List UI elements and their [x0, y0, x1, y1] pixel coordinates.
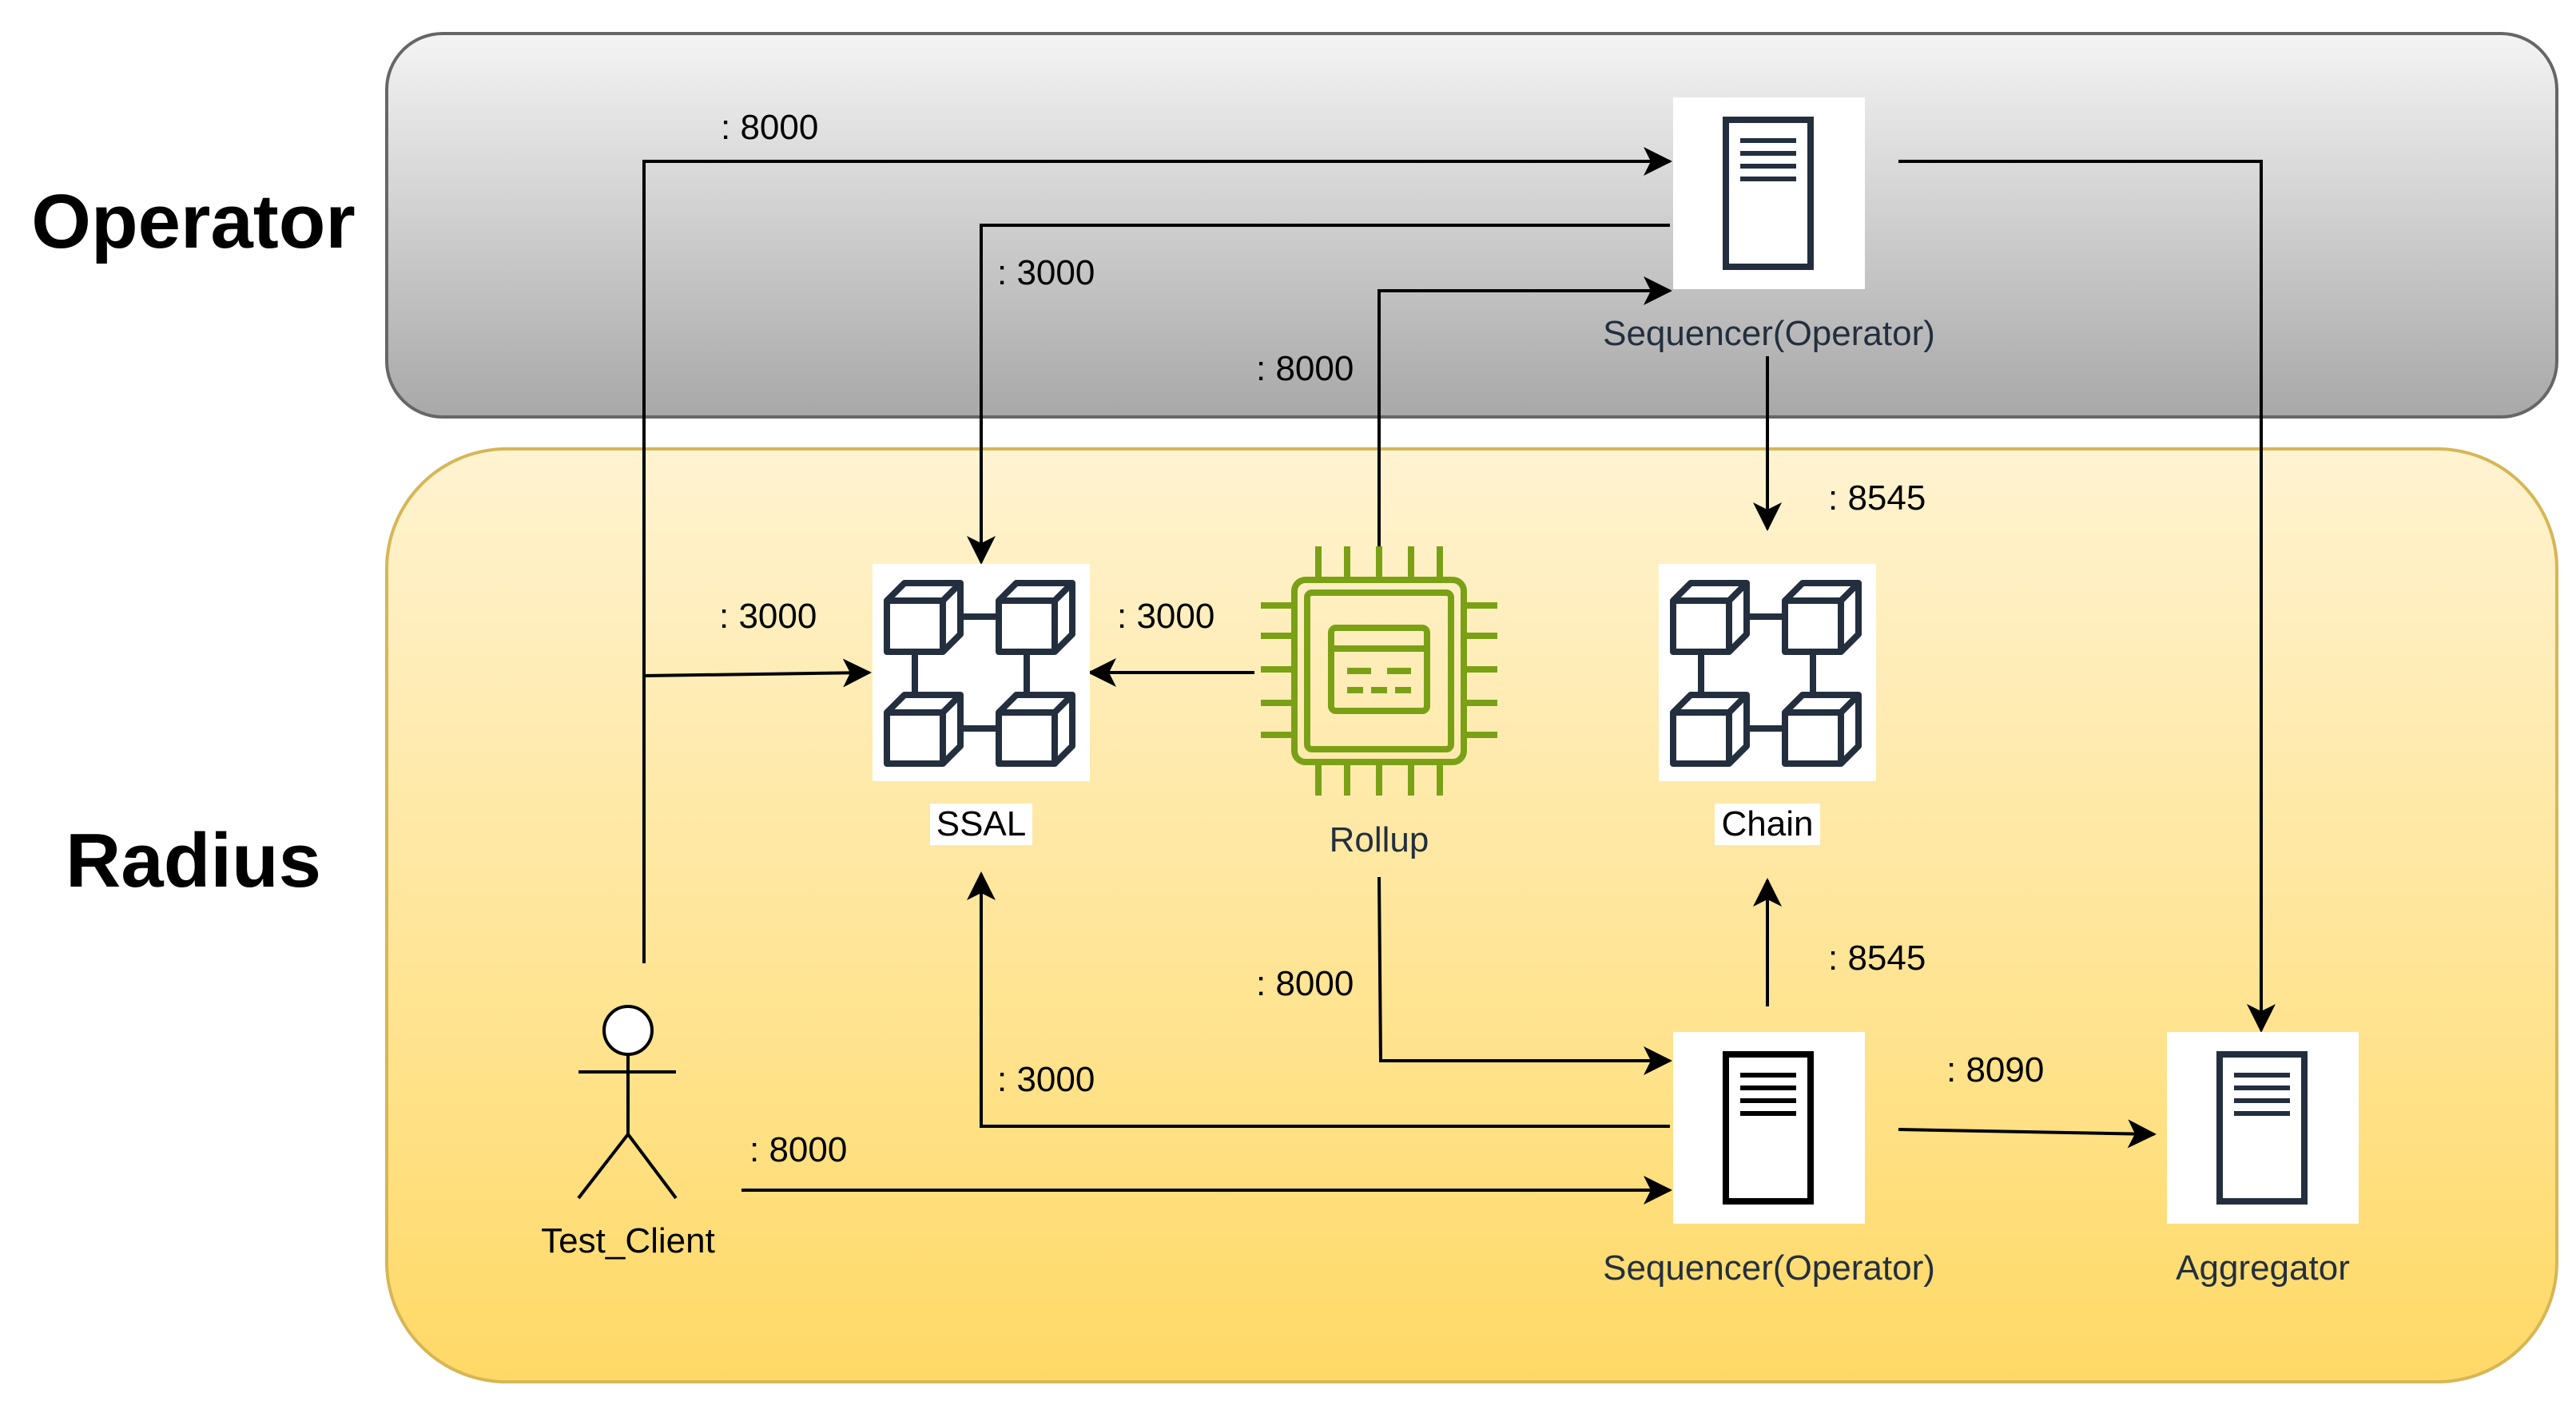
test-client-node[interactable]: Test_Client	[541, 1005, 715, 1260]
blockchain-icon	[884, 580, 1075, 767]
port-label: : 3000	[719, 597, 817, 636]
edge-top-sequencer-to-aggregator	[1898, 160, 2276, 1033]
ssal-node[interactable]: SSAL	[873, 564, 1090, 845]
sequencer-operator-top-node[interactable]: Sequencer(Operator)	[1603, 97, 1935, 353]
ssal-label-bg	[930, 804, 1032, 845]
chain-node[interactable]: Chain	[1659, 564, 1876, 845]
port-label: : 8545	[1828, 478, 1926, 518]
blockchain-icon	[1670, 580, 1862, 767]
edge-rollup-to-top-sequencer	[1377, 276, 1672, 546]
radius-zone-title: Radius	[66, 818, 321, 903]
sequencer-operator-bottom-label: Sequencer(Operator)	[1603, 1248, 1935, 1288]
aggregator-label: Aggregator	[2176, 1248, 2350, 1288]
port-label: : 8000	[749, 1130, 847, 1169]
port-label: : 3000	[997, 1060, 1095, 1099]
chain-label: Chain	[1722, 804, 1814, 843]
sequencer-operator-bottom-node[interactable]: Sequencer(Operator)	[1603, 1032, 1935, 1288]
ssal-label: SSAL	[936, 804, 1027, 843]
edge-bottom-sequencer-to-aggregator	[1898, 1119, 2157, 1149]
edge-client-to-top-sequencer	[642, 147, 1672, 963]
server-icon	[1723, 117, 1814, 270]
edge-client-to-ssal	[643, 658, 872, 688]
edge-rollup-to-bottom-sequencer	[1377, 876, 1672, 1075]
server-icon	[2216, 1051, 2308, 1205]
server-icon	[1723, 1051, 1814, 1205]
operator-zone-title: Operator	[31, 179, 355, 264]
port-label: : 8090	[1946, 1050, 2044, 1089]
port-label: : 8000	[721, 108, 818, 147]
port-label: : 3000	[1117, 597, 1214, 636]
chip-icon	[1261, 546, 1497, 796]
rollup-label: Rollup	[1330, 820, 1429, 859]
test-client-label: Test_Client	[541, 1221, 715, 1260]
stick-figure-icon	[577, 1005, 678, 1200]
port-label: : 3000	[997, 253, 1095, 292]
port-label: : 8000	[1256, 964, 1354, 1003]
port-label: : 8000	[1256, 349, 1354, 388]
rollup-node[interactable]: Rollup	[1261, 546, 1497, 859]
aggregator-node[interactable]: Aggregator	[2167, 1032, 2359, 1288]
edge-top-sequencer-to-ssal	[967, 224, 1670, 565]
sequencer-operator-top-label: Sequencer(Operator)	[1603, 314, 1935, 353]
port-label: : 8545	[1828, 939, 1926, 978]
chain-label-bg	[1715, 804, 1820, 845]
edge-bottom-sequencer-to-ssal	[967, 871, 1670, 1128]
